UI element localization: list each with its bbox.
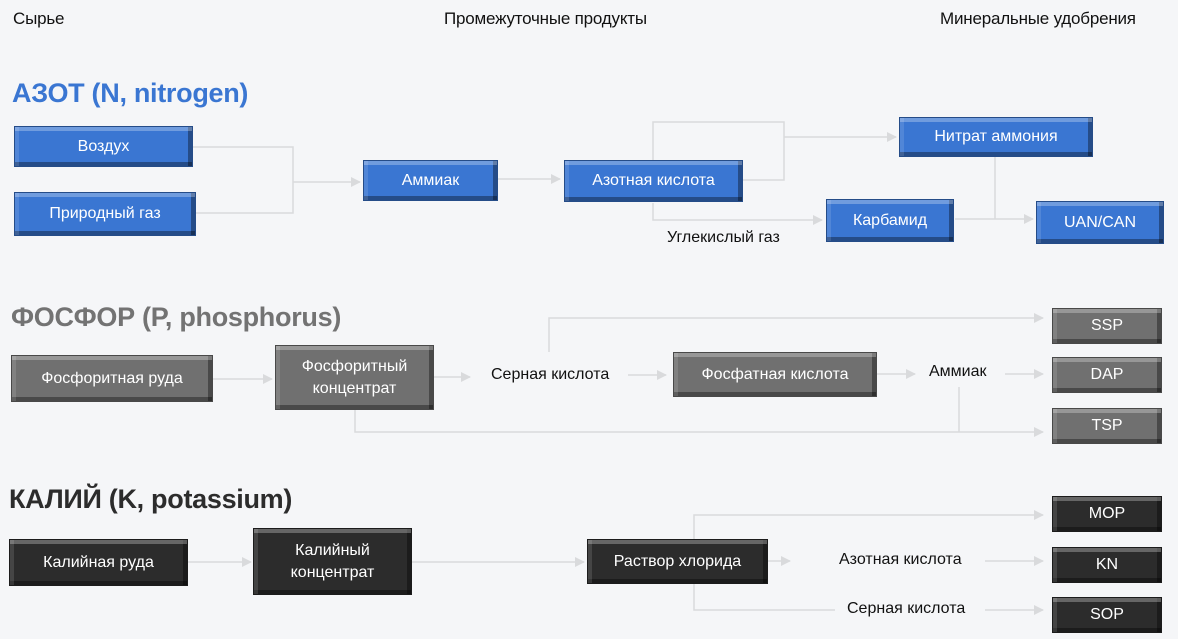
node-potash-ore-label: Калийная руда [43, 553, 154, 571]
node-phosphoric-acid: Фосфатная кислота [673, 352, 877, 397]
node-mop: MOP [1052, 496, 1162, 532]
column-header-fertilizers: Минеральные удобрения [940, 9, 1136, 28]
section-title-nitrogen: АЗОТ (N, nitrogen) [12, 78, 249, 108]
node-sop: SOP [1052, 597, 1162, 633]
node-phosphate-ore-label: Фосфоритная руда [41, 369, 183, 387]
node-ssp-label: SSP [1090, 317, 1123, 334]
node-potash-ore: Калийная руда [9, 539, 188, 586]
node-natural-gas: Природный газ [14, 192, 196, 236]
section-title-potassium: КАЛИЙ (K, potassium) [9, 484, 293, 514]
node-dap-label: DAP [1090, 366, 1124, 383]
arrow-to-urea [652, 203, 823, 225]
node-dap: DAP [1052, 357, 1162, 393]
node-nitric-acid-label: Азотная кислота [592, 172, 715, 189]
arrow-to-tsp [354, 410, 1044, 437]
node-nitric-acid: Азотная кислота [564, 160, 743, 202]
arrow-to-mop [693, 510, 1044, 540]
node-uan-can-label: UAN/CAN [1063, 213, 1136, 231]
arrow-to-ssp [548, 313, 1044, 352]
link-air-merge [193, 146, 294, 214]
section-title-phosphorus: ФОСФОР (P, phosphorus) [11, 302, 342, 332]
node-kn: KN [1052, 547, 1162, 583]
label-sulfuric-acid-k: Серная кислота [847, 600, 966, 617]
node-ammonia-label: Аммиак [401, 171, 460, 189]
node-chloride-solution-label: Раствор хлорида [613, 552, 742, 570]
node-phosphoric-acid-label: Фосфатная кислота [701, 365, 849, 383]
node-ammonia: Аммиак [363, 160, 498, 201]
link-to-sulfuric-acid-k [693, 584, 835, 611]
node-phosphate-concentrate: Фосфоритный концентрат [275, 345, 434, 410]
node-ammonium-nitrate-label: Нитрат аммония [934, 128, 1058, 145]
node-ammonium-nitrate: Нитрат аммония [899, 117, 1093, 157]
node-urea: Карбамид [826, 199, 954, 242]
node-sop-label: SOP [1090, 606, 1124, 623]
node-tsp: TSP [1052, 408, 1162, 444]
label-sulfuric-acid-p: Серная кислота [491, 366, 610, 383]
node-tsp-label: TSP [1091, 417, 1123, 434]
node-potash-concentrate: Калийный концентрат [253, 528, 412, 595]
node-ssp: SSP [1052, 308, 1162, 344]
node-natural-gas-label: Природный газ [49, 205, 161, 222]
node-phosphate-ore: Фосфоритная руда [11, 355, 213, 402]
column-header-raw: Сырье [13, 9, 65, 28]
node-potash-concentrate-label: Калийный концентрат [290, 541, 375, 581]
link-nitric-acid-loop [652, 121, 785, 181]
node-air: Воздух [14, 126, 193, 167]
label-nitric-acid-k: Азотная кислота [839, 551, 962, 568]
node-kn-label: KN [1095, 556, 1119, 573]
node-chloride-solution: Раствор хлорида [587, 539, 768, 584]
node-urea-label: Карбамид [852, 211, 928, 229]
label-ammonia-p: Аммиак [929, 363, 987, 380]
label-co2: Углекислый газ [667, 229, 780, 246]
node-phosphate-concentrate-label: Фосфоритный концентрат [301, 357, 408, 397]
node-mop-label: MOP [1088, 505, 1126, 522]
node-air-label: Воздух [77, 137, 130, 155]
node-uan-can: UAN/CAN [1036, 201, 1164, 244]
column-header-intermediate: Промежуточные продукты [444, 9, 647, 28]
